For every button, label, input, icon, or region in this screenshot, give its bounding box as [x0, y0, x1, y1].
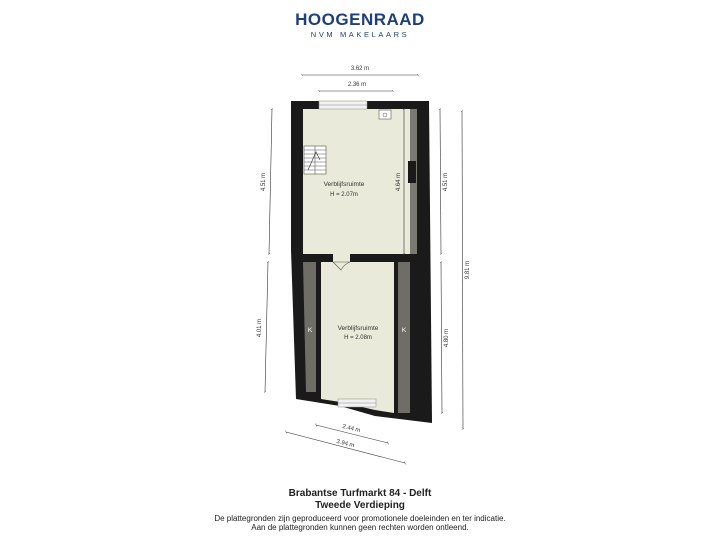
right-cupboard-floor	[398, 262, 410, 413]
address-title: Brabantse Turfmarkt 84 - Delft	[288, 488, 432, 499]
dim-right-upper: 4.51 m	[443, 173, 449, 191]
right-cupboard-label: K	[402, 327, 407, 334]
lower-room-height: H = 2.08m	[344, 335, 372, 341]
upper-room-floor	[303, 109, 410, 254]
lower-room-floor	[321, 262, 394, 413]
right-partition	[394, 262, 398, 413]
brand-tagline: NVM MAKELAARS	[310, 30, 410, 39]
disclaimer-line-1: De plattegronden zijn geproduceerd voor …	[214, 514, 506, 523]
floor-title: Tweede Verdieping	[315, 500, 405, 511]
middle-wall	[296, 254, 417, 262]
dim-left-lower: 4.01 m	[257, 319, 263, 337]
dim-top-outer: 3.62 m	[351, 66, 369, 72]
staircase	[303, 145, 327, 175]
dim-top-inner: 2.36 m	[348, 82, 366, 88]
upper-room-name: Verblijfsruimte	[324, 181, 365, 188]
left-partition	[316, 262, 321, 399]
brand-logo: HOOGENRAAD NVM MAKELAARS	[0, 10, 720, 40]
dim-bottom-outer: 3.94 m	[336, 439, 355, 449]
left-cupboard-label: K	[308, 327, 313, 334]
lower-room-name: Verblijfsruimte	[338, 325, 379, 332]
sink	[378, 109, 392, 120]
door-swing	[332, 261, 351, 271]
dim-inner-vertical: 4.64 m	[396, 173, 402, 191]
dim-right-lower: 4.80 m	[444, 329, 450, 347]
door-opening	[333, 254, 350, 262]
dim-bottom-inner: 2.44 m	[342, 424, 361, 434]
wall-vent	[408, 161, 416, 183]
disclaimer-line-2: Aan de plattegronden kunnen geen rechten…	[251, 523, 469, 532]
upper-room-height: H = 2.07m	[330, 192, 358, 198]
dim-right-total: 9.81 m	[465, 261, 471, 279]
left-cupboard-floor	[303, 262, 316, 392]
brand-name: HOOGENRAAD	[295, 10, 425, 29]
dim-left-upper: 4.51 m	[261, 173, 267, 191]
